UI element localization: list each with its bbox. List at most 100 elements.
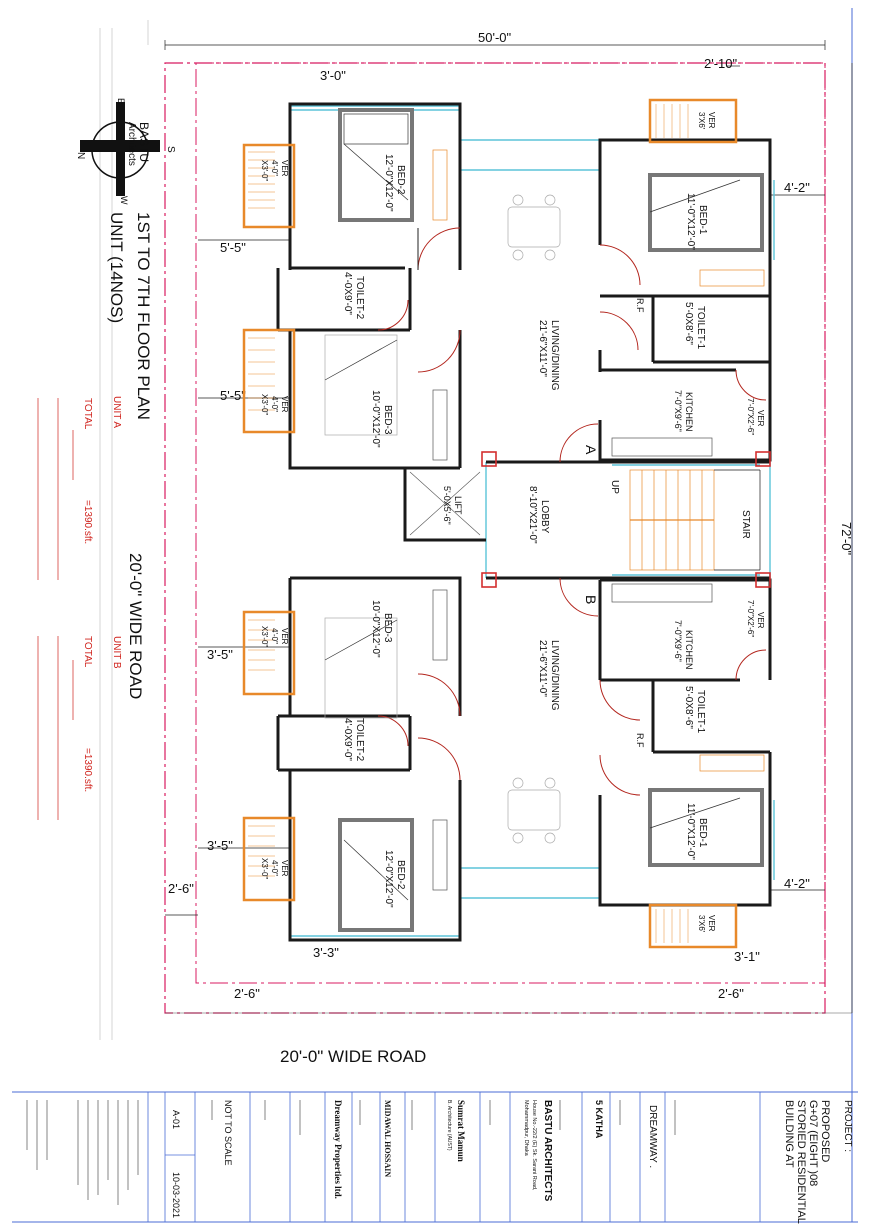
title-block: PROJECT : PROPOSED G+07 (EIGHT )08 STORI… <box>171 1100 853 1224</box>
dimension-lines <box>164 40 853 1013</box>
tb-firm: BASTU ARCHITECTS <box>542 1100 553 1202</box>
label-ver-ml-c: X3'-0" <box>260 394 269 415</box>
label-stair: STAIR <box>740 510 751 539</box>
dim-right-lower: 4'-2" <box>784 876 810 891</box>
road-bottom-label: 20'-0" WIDE ROAD <box>280 1047 426 1066</box>
furniture <box>324 108 765 932</box>
tb-firm-addr-1: House No.-22/2 (E) Sk. Sarani Road, <box>531 1100 537 1191</box>
tb-date: 10-03-2021 <box>171 1172 181 1218</box>
tb-project-4: BUILDING AT <box>783 1100 795 1168</box>
label-ver-tr: VER <box>707 112 716 129</box>
label-ver-bl2-c: X3'-0" <box>260 858 269 879</box>
tb-developer: Dreamway Properties ltd. <box>333 1100 343 1199</box>
label-ver-k-bot: VER <box>756 612 765 629</box>
tb-project-3: STORIED RESIDENTIAL <box>795 1100 807 1224</box>
road-side-label: 20'-0" WIDE ROAD <box>126 553 145 699</box>
label-ver-tl: VER <box>280 160 289 177</box>
door-swings <box>377 227 767 796</box>
label-kitchen-bot-dim: 7'-0"X9'-6" <box>673 620 683 662</box>
label-kitchen-top: KITCHEN <box>684 392 694 432</box>
label-toilet1-top-dim: 5'-0X8'-6" <box>683 302 694 345</box>
label-ver-ml-b: 4'-0" <box>270 396 279 412</box>
label-toilet1-bot: TOILET-1 <box>695 690 706 734</box>
dim-bottom-a: 3'-3" <box>313 945 339 960</box>
compass-architects: Architects <box>126 122 137 166</box>
dim-bottom-b: 3'-1" <box>734 949 760 964</box>
label-ver-bl2: VER <box>280 860 289 877</box>
tb-project-1: PROPOSED <box>819 1100 831 1162</box>
label-ver-tl-c: X3'-0" <box>260 160 269 181</box>
label-bed2-bot-dim: 12'-0"X12'-0" <box>383 850 394 908</box>
tb-sheet-no: A-01 <box>171 1110 181 1129</box>
label-toilet2-bot: TOILET-2 <box>354 718 365 762</box>
area-schedule: UNIT A TOTAL =1390.sft. UNIT B TOTAL =13… <box>37 396 122 820</box>
compass-s: S <box>165 146 176 153</box>
dim-left-e: 2'-6" <box>168 881 194 896</box>
label-lobby-dim: 8'-10"X21'-0" <box>527 486 538 544</box>
label-toilet2-bot-dim: 4'-0X9'-0" <box>342 718 353 761</box>
dim-right-depth: 72'-0" <box>839 522 854 556</box>
label-ver-tl-b: 4'-0" <box>270 160 279 176</box>
dim-left-c: 3'-5" <box>207 647 233 662</box>
dim-left-b: 5'-5" <box>220 388 246 403</box>
compass-e: E <box>116 98 126 104</box>
walls <box>276 102 772 942</box>
tb-project-2: G+07 (EIGHT )08 <box>807 1100 819 1186</box>
label-ver-k-bot-b: 7'-0"X2'-6" <box>746 600 755 637</box>
tb-project-label: PROJECT : <box>842 1100 853 1152</box>
label-up: UP <box>609 480 620 494</box>
label-ver-bl2-b: 4'-0" <box>270 860 279 876</box>
label-bed1-bot: BED-1 <box>697 818 708 848</box>
area-unit-b: UNIT B <box>111 636 122 669</box>
tb-katha: 5 KATHA <box>594 1100 604 1139</box>
label-bed1-top: BED-1 <box>697 205 708 235</box>
label-lift-dim: 5'-0X5'-6" <box>442 486 452 525</box>
dim-top-left: 3'-0" <box>320 68 346 83</box>
dim-left-d: 3'-5" <box>207 838 233 853</box>
label-toilet1-bot-dim: 5'-0X8'-6" <box>683 686 694 729</box>
dim-bottom-c: 2'-6" <box>234 986 260 1001</box>
label-living-a: LIVING/DINING <box>549 320 560 391</box>
label-kitchen-top-dim: 7'-0"X9'-6" <box>673 390 683 432</box>
label-living-a-dim: 21'-6"X11'-0" <box>537 320 548 377</box>
dim-right-upper: 4'-2" <box>784 180 810 195</box>
label-ver-br-b: 3'X6' <box>697 915 706 933</box>
room-labels: VER 4'-0" X3'-0" BED-2 12'-0"X12'-0" TOI… <box>260 112 765 933</box>
label-ver-ml: VER <box>280 396 289 413</box>
dim-bottom-d: 2'-6" <box>718 986 744 1001</box>
label-ver-bl-c: X3'-0" <box>260 626 269 647</box>
dim-top-right: 2'-10" <box>704 56 738 71</box>
area-total-value-a: =1390.sft. <box>82 500 93 544</box>
tb-firm-addr-2: Mohammadpur, Dhaka <box>523 1100 529 1157</box>
columns <box>481 451 771 588</box>
label-bed3-top-dim: 10'-0"X12'-0" <box>370 390 381 448</box>
label-toilet2-top-dim: 4'-0X9'-0" <box>342 272 353 315</box>
compass-n: N <box>75 152 86 159</box>
tb-checked: MIDAWAL HOSSAIN <box>383 1100 392 1177</box>
label-kitchen-bot: KITCHEN <box>684 630 694 670</box>
label-bed3-top: BED-3 <box>382 405 393 435</box>
verandahs <box>242 98 738 949</box>
label-rf-top: R.F <box>635 298 645 313</box>
tb-engineer: Sumrat Mamun <box>456 1100 466 1162</box>
label-bed2-bot: BED-2 <box>395 860 406 890</box>
dim-top-width: 50'-0" <box>478 30 512 45</box>
area-total-label-a: TOTAL <box>82 398 93 430</box>
label-ver-k-top: VER <box>756 410 765 427</box>
label-bed1-top-dim: 11'-0"X12'-0" <box>685 193 696 250</box>
title-block-grid <box>147 1092 761 1222</box>
area-total-label-b: TOTAL <box>82 636 93 668</box>
label-ver-bl: VER <box>280 628 289 645</box>
label-ver-br: VER <box>707 915 716 932</box>
label-unit-a: A <box>583 445 599 455</box>
label-toilet2-top: TOILET-2 <box>354 276 365 320</box>
label-bed2-top: BED-2 <box>395 165 406 195</box>
plot-boundary <box>164 62 852 1014</box>
tb-scale: NOT TO SCALE <box>223 1100 233 1166</box>
label-bed2-top-dim: 12'-0"X12'-0" <box>383 154 394 212</box>
label-lobby: LOBBY <box>539 500 550 534</box>
plan-title-line1: 1ST TO 7TH FLOOR PLAN <box>134 212 153 420</box>
label-lift: LIFT <box>453 496 463 515</box>
label-ver-bl-b: 4'-0" <box>270 628 279 644</box>
area-unit-a: UNIT A <box>111 396 122 428</box>
